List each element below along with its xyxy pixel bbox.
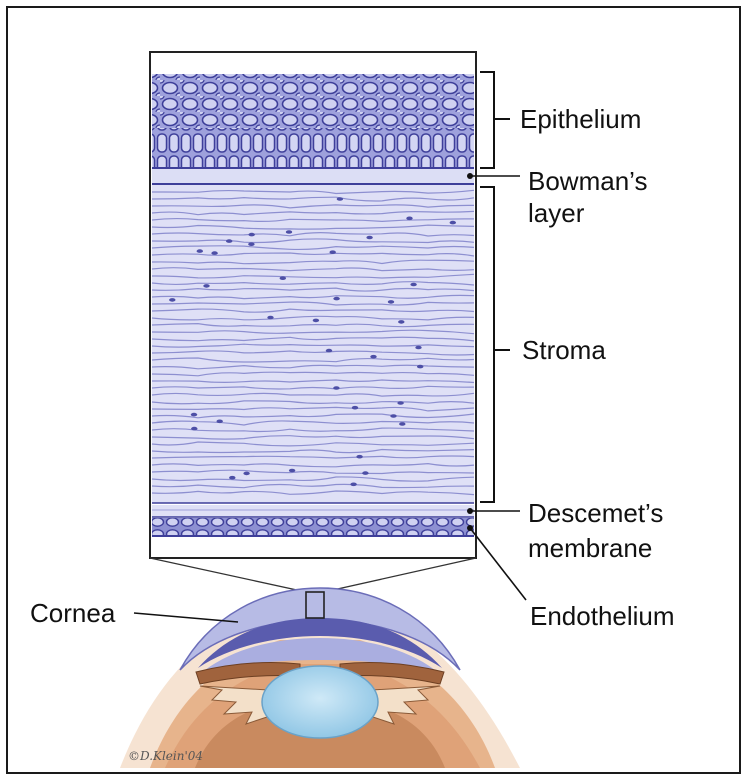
- keratocyte-nucleus: [191, 413, 197, 417]
- eye-cross-section: [120, 588, 520, 768]
- stroma-layer: [152, 185, 474, 503]
- keratocyte-nucleus: [410, 283, 416, 287]
- keratocyte-nucleus: [197, 249, 203, 253]
- keratocyte-nucleus: [326, 349, 332, 353]
- pointer-endothelium: [467, 525, 526, 600]
- keratocyte-nucleus: [169, 298, 175, 302]
- keratocyte-nucleus: [450, 221, 456, 225]
- keratocyte-nucleus: [390, 414, 396, 418]
- label-epithelium: Epithelium: [520, 104, 641, 134]
- keratocyte-nucleus: [280, 276, 286, 280]
- keratocyte-nucleus: [203, 284, 209, 288]
- keratocyte-nucleus: [313, 319, 319, 323]
- keratocyte-nucleus: [370, 355, 376, 359]
- zoom-lines: [150, 558, 476, 592]
- keratocyte-nucleus: [397, 401, 403, 405]
- descemets-membrane: [152, 505, 474, 517]
- keratocyte-nucleus: [406, 217, 412, 221]
- bracket-stroma: [480, 187, 510, 502]
- keratocyte-nucleus: [333, 297, 339, 301]
- keratocyte-nucleus: [399, 422, 405, 426]
- keratocyte-nucleus: [333, 386, 339, 390]
- keratocyte-nucleus: [350, 483, 356, 487]
- label-bowmans-line2: layer: [528, 198, 585, 228]
- tissue-block: [150, 52, 476, 558]
- keratocyte-nucleus: [191, 427, 197, 431]
- keratocyte-nucleus: [366, 236, 372, 240]
- keratocyte-nucleus: [330, 250, 336, 254]
- keratocyte-nucleus: [398, 320, 404, 324]
- keratocyte-nucleus: [362, 471, 368, 475]
- label-endothelium: Endothelium: [530, 601, 675, 631]
- keratocyte-nucleus: [337, 197, 343, 201]
- label-cornea: Cornea: [30, 598, 116, 628]
- keratocyte-nucleus: [286, 230, 292, 234]
- keratocyte-nucleus: [352, 406, 358, 410]
- keratocyte-nucleus: [249, 233, 255, 237]
- epithelium-layer: [152, 74, 474, 168]
- keratocyte-nucleus: [229, 476, 235, 480]
- keratocyte-nucleus: [388, 300, 394, 304]
- keratocyte-nucleus: [267, 316, 273, 320]
- label-descemets-line1: Descemet’s: [528, 498, 663, 528]
- bowmans-layer: [152, 169, 474, 183]
- keratocyte-nucleus: [217, 420, 223, 424]
- label-stroma: Stroma: [522, 335, 606, 365]
- bracket-epithelium: [480, 72, 510, 168]
- endothelium-layer: [152, 518, 474, 536]
- lens: [262, 666, 378, 738]
- label-bowmans-line1: Bowman’s: [528, 166, 647, 196]
- keratocyte-nucleus: [248, 242, 254, 246]
- keratocyte-nucleus: [243, 472, 249, 476]
- keratocyte-nucleus: [356, 455, 362, 459]
- keratocyte-nucleus: [415, 346, 421, 350]
- label-descemets-line2: membrane: [528, 533, 652, 563]
- keratocyte-nucleus: [289, 469, 295, 473]
- artist-signature: ©D.Klein'04: [128, 749, 203, 763]
- keratocyte-nucleus: [417, 365, 423, 369]
- keratocyte-nucleus: [211, 251, 217, 255]
- keratocyte-nucleus: [226, 239, 232, 243]
